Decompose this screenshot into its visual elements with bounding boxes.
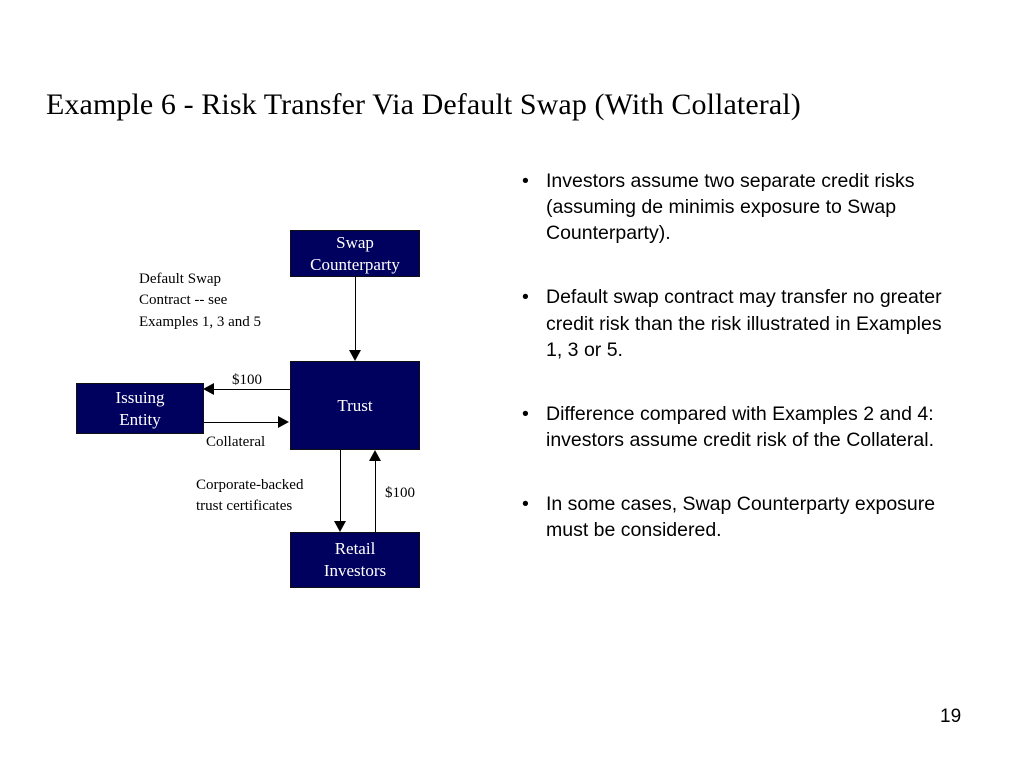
arrowhead-up-icon [369, 450, 381, 461]
bullet-item-text: In some cases, Swap Counterparty exposur… [546, 493, 936, 542]
node-swap-counterparty-line2: Counterparty [310, 254, 400, 274]
connector-swap-counterparty-to-trust-line [355, 277, 356, 350]
label-collateral: Collateral [206, 434, 266, 450]
bullet-item: • In some cases, Swap Counterparty expos… [516, 491, 956, 543]
bullet-marker-icon: • [522, 402, 529, 425]
arrowhead-right-icon [278, 416, 289, 428]
node-issuing-entity[interactable]: Issuing Entity [76, 383, 204, 434]
arrowhead-down-icon [334, 521, 346, 532]
bullet-item: • Default swap contract may transfer no … [516, 284, 956, 362]
bullet-item: • Investors assume two separate credit r… [516, 168, 956, 246]
label-default-swap-contract: Default Swap Contract -- see Examples 1,… [139, 271, 262, 330]
bullet-marker-icon: • [522, 170, 529, 192]
flow-diagram: Swap Counterparty Trust Issuing Entity R… [0, 0, 480, 768]
connector-retail-investors-to-trust-line [375, 461, 376, 532]
connector-trust-to-retail-investors-line [340, 450, 341, 521]
node-issuing-entity-line2: Entity [119, 409, 161, 429]
label-amount-to-issuing-entity: $100 [232, 372, 262, 388]
arrowhead-left-icon [203, 383, 214, 395]
node-retail-investors[interactable]: Retail Investors [290, 532, 420, 588]
page-title: Example 6 - Risk Transfer Via Default Sw… [46, 88, 801, 121]
node-retail-investors-line2: Investors [323, 561, 387, 580]
node-issuing-entity-line1: Issuing [115, 387, 165, 407]
bullet-marker-icon: • [522, 493, 529, 515]
node-retail-investors-line1: Retail [334, 539, 376, 559]
node-swap-counterparty-line1: Swap [336, 232, 374, 252]
label-corporate-backed-trust-certificates: Corporate-backed trust certificates [196, 477, 304, 515]
bullet-list: • Investors assume two separate credit r… [516, 168, 956, 543]
node-swap-counterparty[interactable]: Swap Counterparty [290, 230, 420, 277]
page-number: 19 [940, 706, 962, 727]
bullet-item: • Difference compared with Examples 2 an… [516, 401, 956, 453]
connector-trust-to-issuing-entity-line [210, 389, 290, 390]
label-amount-from-retail-investors: $100 [385, 485, 415, 501]
node-trust-line1: Trust [337, 395, 373, 415]
bullet-item-text: Investors assume two separate credit ris… [546, 170, 915, 245]
bullet-item-text: Default swap contract may transfer no gr… [546, 286, 942, 361]
node-trust[interactable]: Trust [290, 361, 420, 450]
bullet-marker-icon: • [522, 286, 529, 309]
connector-issuing-entity-to-trust-line [204, 422, 283, 423]
arrowhead-down-icon [349, 350, 361, 361]
bullet-item-text: Difference compared with Examples 2 and … [546, 402, 934, 451]
